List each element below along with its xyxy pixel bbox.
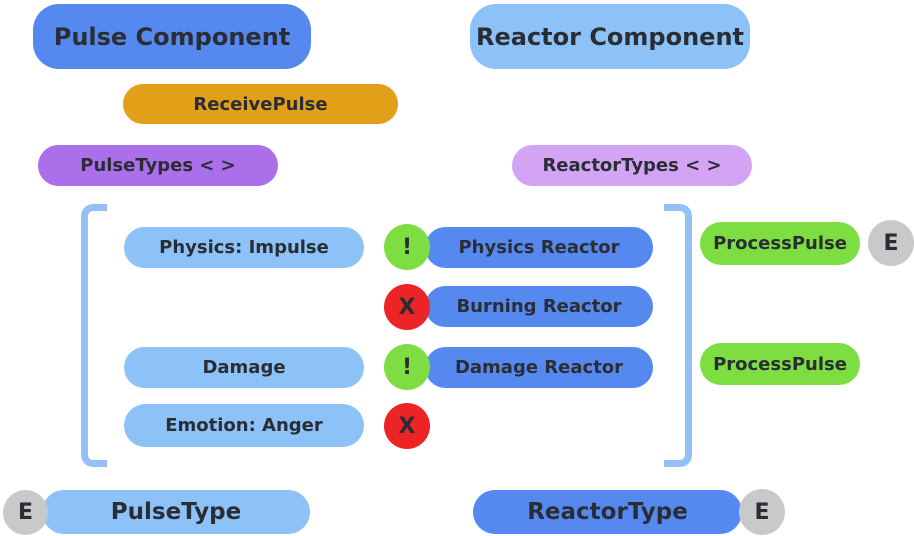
reactor-item-burning: Burning Reactor bbox=[425, 286, 653, 327]
process-pulse-method: ProcessPulse bbox=[700, 222, 860, 265]
reactor-item-physics: Physics Reactor bbox=[425, 227, 653, 268]
pulse-types-list: PulseTypes < > bbox=[38, 145, 278, 186]
process-pulse-method: ProcessPulse bbox=[700, 343, 860, 385]
event-badge-icon: E bbox=[868, 220, 914, 266]
pulse-item-damage: Damage bbox=[124, 347, 364, 388]
match-icon: ! bbox=[384, 224, 430, 270]
left-bracket bbox=[81, 204, 107, 467]
reactor-type-base-class: ReactorType bbox=[473, 490, 742, 534]
pulse-type-base-class: PulseType bbox=[42, 490, 310, 534]
reactor-component-header: Reactor Component bbox=[470, 4, 750, 69]
receive-pulse-method: ReceivePulse bbox=[123, 84, 398, 124]
mismatch-icon: X bbox=[384, 284, 430, 330]
pulse-component-header: Pulse Component bbox=[33, 4, 311, 69]
pulse-item-emotion-anger: Emotion: Anger bbox=[124, 404, 364, 447]
reactor-types-list: ReactorTypes < > bbox=[512, 145, 752, 186]
mismatch-icon: X bbox=[384, 403, 430, 449]
right-bracket bbox=[664, 204, 692, 467]
pulse-item-physics-impulse: Physics: Impulse bbox=[124, 227, 364, 268]
event-badge-icon: E bbox=[739, 489, 785, 535]
match-icon: ! bbox=[384, 344, 430, 390]
event-badge-icon: E bbox=[3, 490, 48, 535]
reactor-item-damage: Damage Reactor bbox=[425, 347, 653, 388]
